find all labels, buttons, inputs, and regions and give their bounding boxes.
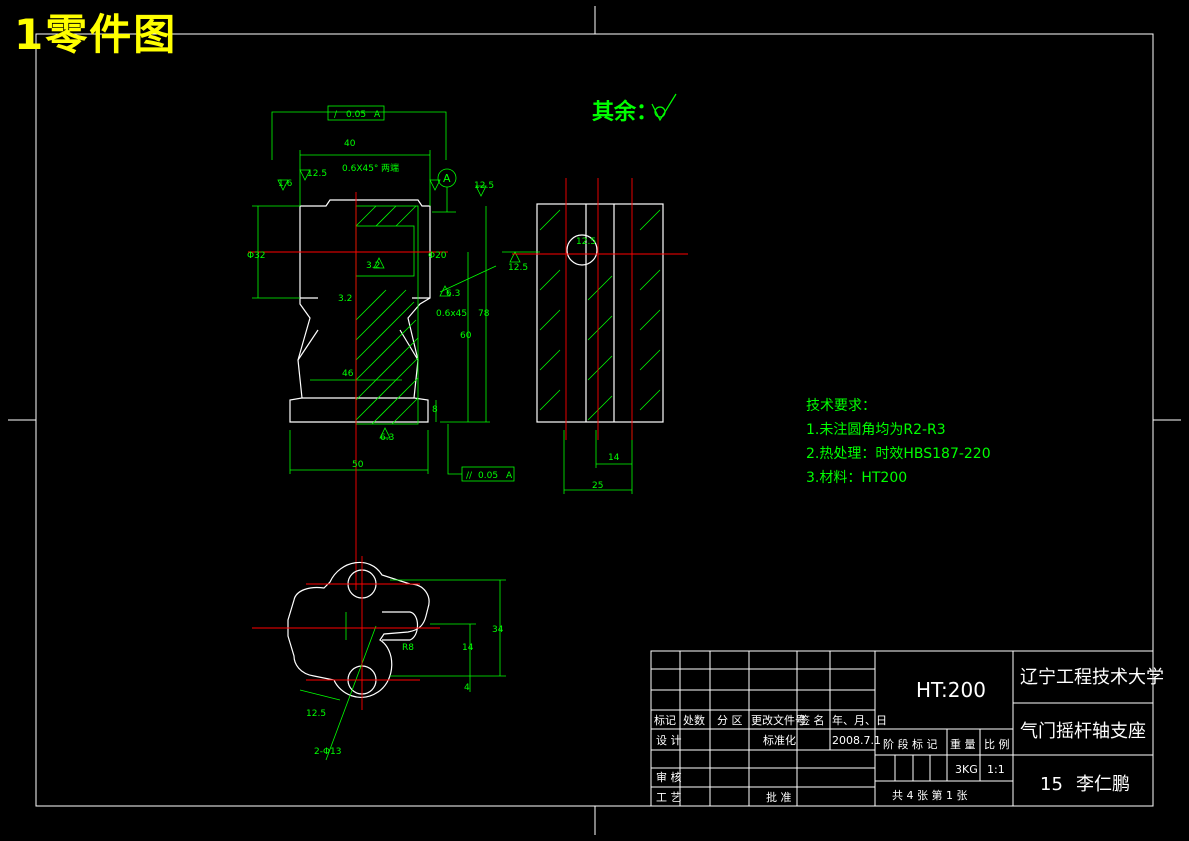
dim-46: 46	[342, 369, 354, 379]
tb-change-doc: 更改文件号	[751, 713, 806, 727]
tb-approve: 批 准	[766, 790, 792, 804]
dim-r8: R8	[402, 643, 414, 653]
roughness-1-6: 1.6	[278, 179, 293, 189]
dim-14-top: 14	[462, 643, 474, 653]
front-view	[289, 199, 431, 423]
tb-mark: 标记	[654, 713, 676, 727]
sheet-frame	[8, 6, 1181, 835]
tech-requirements: 技术要求： 1.未注圆角均为R2-R3 2.热处理：时效HBS187-220 3…	[806, 394, 991, 490]
dim-4: 4	[464, 683, 470, 693]
tb-weight-val: 3KG	[955, 763, 978, 776]
surface-finish-symbol	[651, 93, 677, 122]
dim-40: 40	[344, 139, 356, 149]
tech-item-1: 1.未注圆角均为R2-R3	[806, 422, 946, 438]
school-name: 辽宁工程技术大学	[1020, 667, 1164, 688]
front-dims	[252, 105, 515, 482]
tb-scale: 比 例	[984, 737, 1010, 751]
dim-phi20: Φ20	[428, 251, 447, 261]
drawing-number: 15	[1040, 774, 1063, 795]
dim-60: 60	[460, 331, 472, 341]
roughness-3-2-label: 3.2	[338, 294, 352, 304]
title-block	[650, 650, 1154, 807]
tb-zone: 分 区	[717, 714, 743, 727]
front-hatch	[355, 205, 419, 425]
side-dims	[563, 430, 633, 494]
page-title: 1零件图	[14, 10, 178, 59]
tb-count: 处数	[683, 714, 705, 727]
dim-34: 34	[492, 625, 504, 635]
side-view	[536, 203, 664, 423]
top-centerlines	[252, 556, 440, 710]
tb-process: 工 艺	[656, 791, 682, 804]
roughness-side-hole: 12.5	[576, 237, 596, 247]
side-centerlines	[512, 178, 688, 440]
tb-sign: 签 名	[799, 713, 825, 727]
chamfer-mid: 0.6x45	[436, 309, 467, 319]
roughness-6-3: 6.3	[446, 289, 460, 299]
parallel-symbol: //	[466, 471, 473, 481]
both-ends-top: 两端	[381, 162, 399, 174]
tech-item-3: 3.材料：HT200	[806, 470, 908, 486]
tb-standard: 标准化	[763, 733, 796, 747]
tol-bottom-value: 0.05	[478, 471, 498, 481]
roughness-right: 12.5	[474, 181, 494, 191]
tb-design-date: 2008.7.1	[832, 734, 881, 747]
top-dims	[299, 579, 506, 761]
tol-bottom-datum: A	[506, 471, 513, 481]
roughness-top-left: 12.5	[307, 169, 327, 179]
tb-date: 年、月、日	[832, 713, 887, 727]
tb-stage-mark: 阶 段 标 记	[883, 737, 938, 751]
side-hatch	[502, 209, 661, 421]
tech-item-2: 2.热处理：时效HBS187-220	[806, 446, 991, 462]
roughness-3-2: 3.2	[366, 261, 380, 271]
dim-phi32: Φ32	[247, 251, 266, 261]
dim-25: 25	[592, 481, 603, 491]
tol-symbol: ∕	[334, 110, 338, 120]
surface-finish-note: 其余：	[592, 100, 659, 125]
chamfer-top: 0.6X45°	[342, 164, 378, 174]
roughness-bottom: 6.3	[380, 433, 394, 443]
author-name: 李仁鹏	[1076, 774, 1130, 795]
roughness-side-left: 12.5	[508, 263, 528, 273]
material-cell: HT:200	[916, 678, 986, 702]
dim-8: 8	[432, 405, 438, 415]
tb-design: 设 计	[656, 734, 682, 747]
front-centerlines	[248, 192, 448, 590]
dim-2phi13: 2-Φ13	[314, 747, 342, 757]
datum-a-label: A	[443, 172, 451, 185]
roughness-top-view: 12.5	[306, 709, 326, 719]
tb-review: 审 核	[656, 770, 682, 784]
dim-50: 50	[352, 460, 364, 470]
top-view	[287, 561, 430, 698]
tb-weight: 重 量	[950, 737, 976, 751]
dim-78: 78	[478, 309, 490, 319]
dim-14-side: 14	[608, 453, 620, 463]
tb-sheets: 共 4 张 第 1 张	[892, 788, 967, 802]
tb-scale-val: 1:1	[987, 763, 1005, 776]
part-name: 气门摇杆轴支座	[1020, 721, 1146, 742]
tech-heading: 技术要求：	[806, 398, 876, 414]
tol-top-value: 0.05	[346, 110, 366, 120]
tol-top-datum: A	[374, 110, 381, 120]
